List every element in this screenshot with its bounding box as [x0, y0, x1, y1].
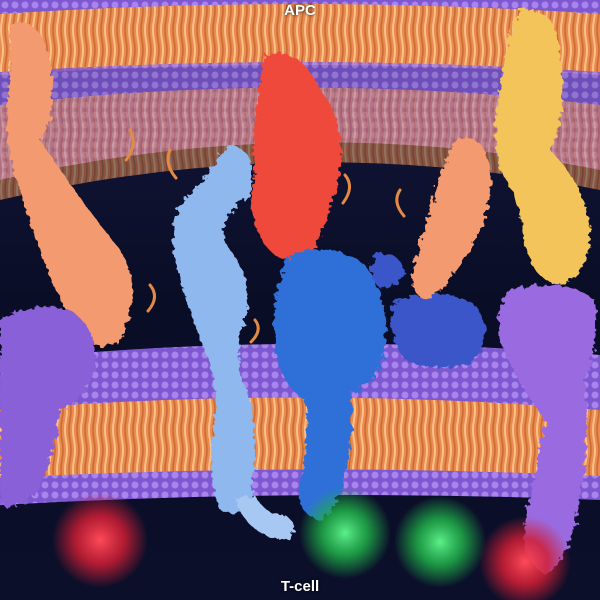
t-cell-label: T-cell — [280, 578, 320, 595]
blue-protein — [274, 249, 386, 520]
proteins — [0, 9, 597, 575]
apc-label: APC — [284, 2, 316, 19]
red-glow-right — [479, 516, 571, 600]
red-protein — [251, 53, 341, 261]
red-glow-left — [52, 492, 148, 588]
yellow-protein — [495, 9, 590, 285]
purple-protein-left — [0, 306, 96, 506]
purple-protein-right — [498, 284, 597, 575]
light-blue-tail — [235, 495, 294, 540]
salmon-protein-right — [411, 138, 491, 300]
salmon-protein-left — [6, 23, 133, 347]
navy-protein-top — [371, 253, 405, 289]
green-glow-center — [299, 487, 391, 579]
green-glow-right — [394, 496, 486, 588]
navy-protein — [391, 293, 485, 368]
fluorescent-markers — [52, 487, 571, 600]
light-blue-protein — [172, 145, 255, 514]
